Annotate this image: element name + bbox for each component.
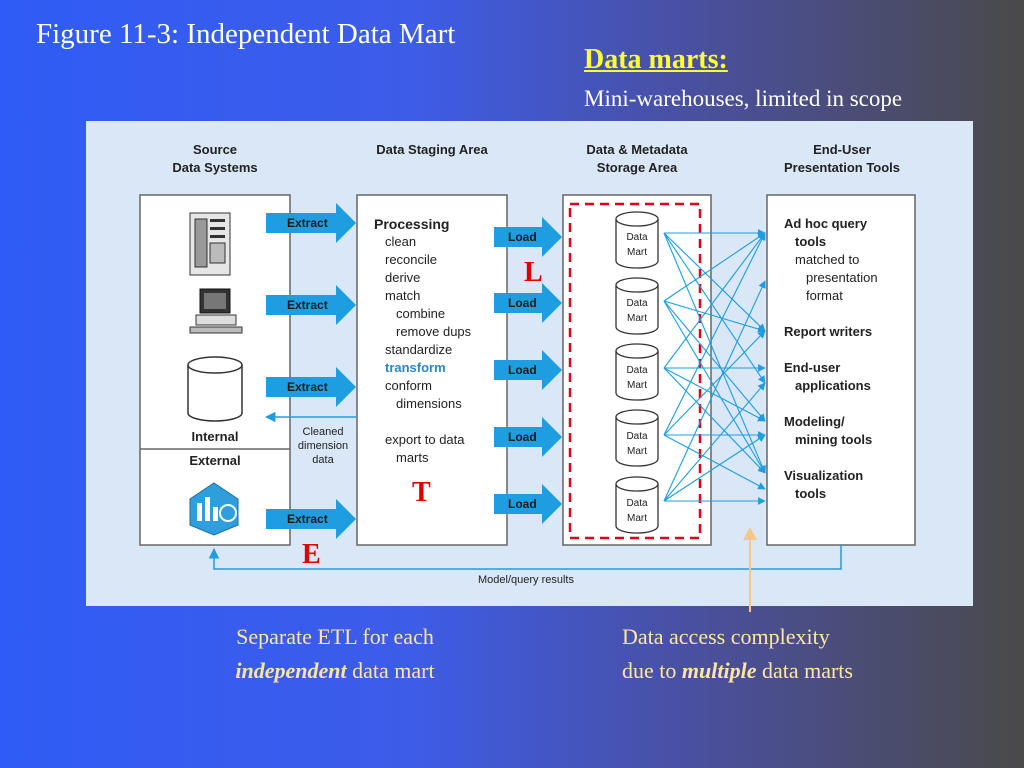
processing-item: combine [396, 306, 446, 321]
extract-label: Extract [287, 216, 328, 230]
etl-diagram: Source Data Systems Data Staging Area Da… [86, 121, 973, 606]
data-mart-cylinders [615, 211, 659, 534]
etl-letter-e: E [302, 539, 321, 570]
footnote-emphasis: multiple [681, 658, 757, 683]
cleaned-dimension-label: Cleaned dimension data [297, 426, 349, 466]
enduser-tools-list: Ad hoc query tools matched to presentati… [784, 215, 878, 503]
tool-label: Visualization [784, 468, 864, 483]
server-icon [189, 212, 231, 276]
processing-item: clean [385, 234, 417, 249]
processing-item: remove dups [396, 324, 472, 339]
processing-item-transform: transform [385, 360, 446, 375]
tool-label: tools [795, 486, 827, 501]
tool-label: applications [795, 378, 871, 393]
footnote-emphasis: independent [235, 658, 347, 683]
processing-item: derive [385, 270, 421, 285]
external-data-icon [189, 482, 239, 536]
footnote-right: Data access complexity due to multiple d… [622, 624, 853, 683]
internal-label: Internal [191, 429, 239, 444]
marts-dashed-outline [568, 202, 702, 540]
load-label: Load [508, 230, 537, 244]
extract-label: Extract [287, 512, 328, 526]
staging-box [356, 194, 508, 546]
computer-icon [189, 288, 243, 334]
etl-letter-l: L [524, 257, 543, 288]
tool-label: tools [795, 234, 827, 249]
tool-label: Report writers [784, 324, 873, 339]
processing-item: reconcile [385, 252, 438, 267]
extract-label: Extract [287, 298, 328, 312]
load-label: Load [508, 430, 537, 444]
external-label: External [189, 453, 241, 468]
tool-note: presentation [806, 270, 878, 285]
feedback-loop [208, 545, 842, 570]
tool-label: End-user [784, 360, 841, 375]
load-label: Load [508, 363, 537, 377]
tool-label: mining tools [795, 432, 873, 447]
feedback-label: Model/query results [478, 574, 574, 586]
extract-arrows [266, 203, 356, 539]
footnote-left: Separate ETL for each independent data m… [235, 624, 435, 683]
load-label: Load [508, 296, 537, 310]
processing-item: dimensions [396, 396, 462, 411]
processing-item: standardize [385, 342, 453, 357]
processing-item: marts [396, 450, 429, 465]
etl-letter-t: T [412, 477, 431, 508]
data-marts-subtitle: Mini-warehouses, limited in scope [584, 86, 903, 111]
processing-item: export to data [385, 432, 465, 447]
processing-heading: Processing [374, 216, 450, 232]
processing-item: conform [385, 378, 432, 393]
enduser-header: End-User Presentation Tools [783, 142, 901, 175]
data-marts-heading: Data marts: [584, 44, 728, 75]
enduser-box [766, 194, 916, 546]
diagram-graphics [139, 194, 916, 570]
storage-header: Data & Metadata Storage Area [586, 142, 688, 175]
tool-note: format [806, 288, 843, 303]
tool-label: Ad hoc query [784, 216, 868, 231]
load-arrows [494, 217, 562, 524]
processing-item: match [385, 288, 421, 303]
tool-label: Modeling/ [784, 414, 845, 429]
staging-header: Data Staging Area [376, 142, 488, 157]
processing-list: Processing clean reconcile derive match … [374, 215, 471, 467]
slide-title: Figure 11-3: Independent Data Mart [36, 18, 456, 50]
extract-label: Extract [287, 380, 328, 394]
tool-note: matched to [795, 252, 860, 267]
source-header: Source Data Systems [172, 142, 258, 175]
access-arrows [663, 229, 766, 505]
internal-database-icon [187, 356, 243, 422]
load-label: Load [508, 497, 537, 511]
